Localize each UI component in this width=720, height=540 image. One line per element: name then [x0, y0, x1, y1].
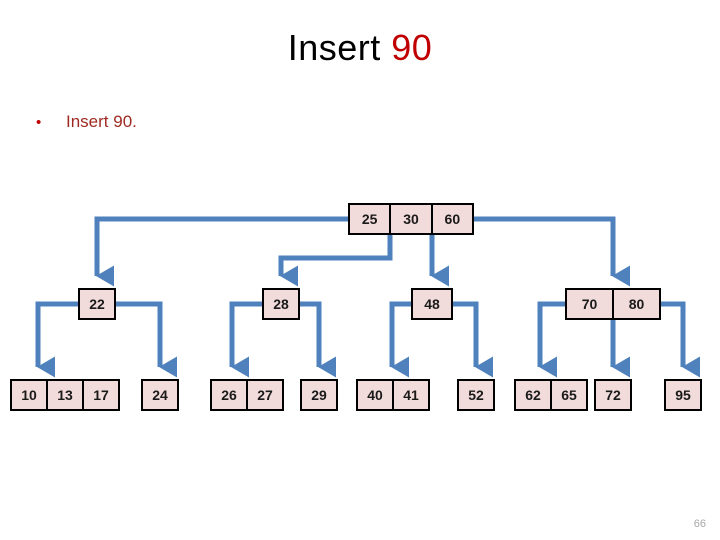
tree-node-key: 40 — [358, 381, 394, 409]
tree-node-key: 30 — [391, 205, 433, 233]
bullet-list-item: • Insert 90. — [36, 112, 137, 132]
tree-node-key: 24 — [143, 381, 177, 409]
tree-node-key: 60 — [432, 205, 472, 233]
tree-node-key: 28 — [264, 290, 298, 318]
tree-edge — [661, 301, 701, 378]
tree-node: 95 — [664, 379, 702, 411]
page-title-main: Insert — [287, 27, 381, 68]
tree-edge — [116, 301, 178, 378]
tree-node: 52 — [457, 379, 495, 411]
tree-node-key: 95 — [666, 381, 700, 409]
tree-node-key: 52 — [459, 381, 493, 409]
tree-node-key: 13 — [48, 381, 84, 409]
tree-node-key: 80 — [614, 290, 659, 318]
tree-edge — [389, 301, 411, 378]
tree-edge — [474, 216, 631, 287]
page-number: 66 — [693, 518, 706, 530]
tree-node: 48 — [411, 288, 453, 320]
tree-edge — [300, 301, 337, 378]
tree-node: 29 — [300, 379, 338, 411]
tree-node-key: 27 — [248, 381, 282, 409]
tree-node: 28 — [262, 288, 300, 320]
tree-edge — [94, 216, 348, 287]
tree-edge — [278, 235, 393, 287]
tree-edge — [35, 301, 78, 378]
tree-edge — [537, 301, 565, 378]
tree-node-key: 25 — [350, 205, 392, 233]
tree-edge — [229, 301, 262, 378]
bullet-text: Insert 90. — [66, 112, 137, 131]
tree-node-key: 41 — [394, 381, 428, 409]
tree-node-key: 22 — [80, 290, 114, 318]
tree-node: 24 — [141, 379, 179, 411]
tree-edge — [453, 301, 494, 378]
tree-node-key: 29 — [302, 381, 336, 409]
page-title-accent: 90 — [391, 27, 433, 68]
tree-node-key: 17 — [84, 381, 118, 409]
tree-node-key: 26 — [212, 381, 248, 409]
tree-node-key: 10 — [12, 381, 48, 409]
tree-node: 22 — [78, 288, 116, 320]
bullet-marker-icon: • — [36, 114, 42, 131]
page-title: Insert 90 — [0, 27, 720, 69]
tree-node-key: 72 — [596, 381, 630, 409]
tree-node-key: 65 — [552, 381, 586, 409]
tree-node-key: 62 — [516, 381, 552, 409]
tree-node: 72 — [594, 379, 632, 411]
tree-node-key: 70 — [567, 290, 614, 318]
tree-node-key: 48 — [413, 290, 451, 318]
